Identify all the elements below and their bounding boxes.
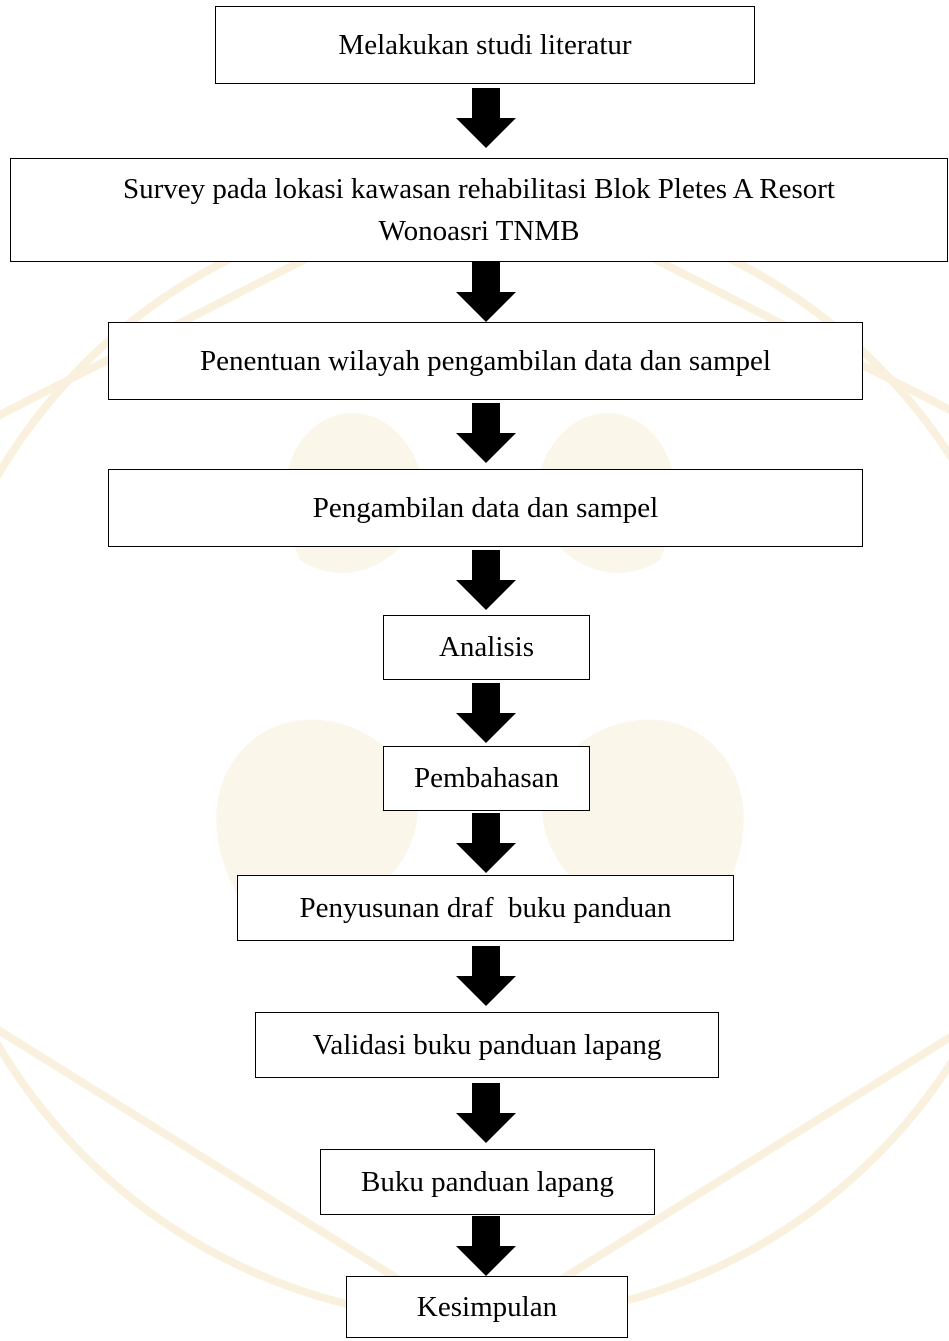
- step-guide-validation: Validasi buku panduan lapang: [255, 1012, 719, 1078]
- step-area-determination: Penentuan wilayah pengambilan data dan s…: [108, 322, 863, 400]
- step-literature-study: Melakukan studi literatur: [215, 6, 755, 84]
- arrow-down-icon: [456, 946, 516, 1006]
- arrow-down-icon: [456, 403, 516, 463]
- step-label: Analisis: [438, 631, 535, 664]
- step-label: Kesimpulan: [416, 1290, 558, 1323]
- arrow-down-icon: [456, 88, 516, 148]
- step-conclusion: Kesimpulan: [346, 1276, 628, 1338]
- arrow-down-icon: [456, 1083, 516, 1143]
- step-discussion: Pembahasan: [383, 746, 590, 811]
- step-data-collection: Pengambilan data dan sampel: [108, 469, 863, 547]
- step-label: Pembahasan: [414, 762, 559, 795]
- step-label: Melakukan studi literatur: [338, 28, 632, 61]
- arrow-down-icon: [456, 262, 516, 322]
- step-label: Buku panduan lapang: [361, 1165, 614, 1198]
- step-site-survey: Survey pada lokasi kawasan rehabilitasi …: [10, 158, 948, 262]
- step-label: Penentuan wilayah pengambilan data dan s…: [200, 344, 771, 377]
- arrow-down-icon: [456, 683, 516, 743]
- arrow-down-icon: [456, 550, 516, 610]
- step-draft-preparation: Penyusunan draf buku panduan: [237, 875, 734, 941]
- step-label: Penyusunan draf buku panduan: [299, 891, 672, 924]
- step-label: Survey pada lokasi kawasan rehabilitasi …: [123, 172, 835, 247]
- step-analysis: Analisis: [383, 615, 590, 680]
- arrow-down-icon: [456, 1216, 516, 1276]
- step-label: Validasi buku panduan lapang: [312, 1028, 662, 1061]
- step-label: Pengambilan data dan sampel: [312, 491, 659, 524]
- step-field-guide: Buku panduan lapang: [320, 1149, 655, 1215]
- arrow-down-icon: [456, 813, 516, 873]
